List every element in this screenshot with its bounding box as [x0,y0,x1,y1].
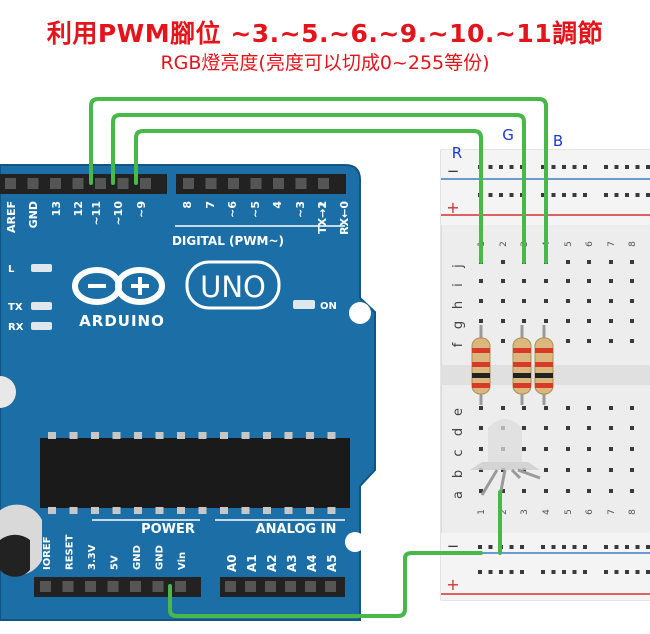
analog-pin-label: A5 [325,554,339,572]
wire-pin11-blue [89,97,548,264]
digital-pin-label: TX→1 [316,201,329,234]
column-number: 5 [564,509,574,515]
row-letter: a [451,491,466,499]
digital-pin-label: ~6 [226,201,239,218]
digital-pin-label: 13 [50,201,63,216]
column-number: 6 [585,509,595,515]
column-number: 2 [499,509,509,515]
analog-pin-label: A4 [305,554,319,572]
digital-pin-label: ~5 [249,201,262,218]
row-letters: j i h g f e d c b a [451,264,466,499]
brand-text: ARDUINO [79,312,165,330]
power-pin-label: RESET [65,534,76,570]
analog-pin-label: A1 [245,554,259,572]
digital-pin-label: 7 [204,201,217,209]
led-label: RX [8,322,24,333]
wires [89,97,548,618]
digital-pin-label: ~9 [135,201,148,218]
rail-plus-top: + [446,198,459,217]
power-pin-label: IOREF [42,536,53,570]
column-number: 4 [542,509,552,515]
rail-minus-bottom: − [447,537,460,555]
mounting-hole [345,532,365,552]
power-pin-labels: IOREF RESET 3.3V 5V GND GND Vin [42,534,188,570]
column-number: 6 [585,241,595,247]
reset-button [0,376,16,408]
column-number: 1 [477,509,487,515]
digital-pin-label: 4 [271,201,284,209]
row-letter: c [451,449,466,456]
analog-label: ANALOG IN [256,522,337,537]
column-number: 2 [499,241,509,247]
on-label: ON [320,301,337,312]
analog-pin-label: A3 [285,554,299,572]
row-letter: j [451,264,466,269]
wire-pin10-green [111,113,526,264]
analog-pin-label: A0 [225,554,239,572]
row-letter: d [451,428,466,436]
column-number: 8 [628,241,638,247]
status-leds: L TX RX [8,264,52,333]
resistor [512,325,532,405]
power-pin-label: GND [155,545,166,570]
analog-pin-labels: A0 A1 A2 A3 A4 A5 [225,554,339,572]
rail-plus-bottom: + [446,575,459,594]
power-pin-label: 5V [110,555,121,570]
digital-pin-label: 12 [72,201,85,216]
title-line-1: 利用PWM腳位 ~3.~5.~6.~9.~10.~11調節 [46,19,604,48]
column-number: 7 [607,241,617,247]
column-number: 5 [564,241,574,247]
led-label: TX [8,302,23,313]
resistor [471,325,491,405]
digital-pin-label: 2 [316,201,329,209]
microcontroller-chip [40,438,350,508]
digital-pin-label: ~3 [294,201,307,218]
arduino-logo [72,267,165,305]
row-letter: g [451,321,466,329]
digital-pin-label: RX←0 [338,201,351,235]
column-number: 8 [628,509,638,515]
row-letter: b [451,470,466,478]
row-letter: e [451,408,466,416]
led-label: L [8,264,15,275]
digital-pin-label: ~11 [90,201,103,226]
digital-pin-label: 8 [181,201,194,209]
label-g: G [502,126,514,144]
power-pin-label: GND [132,545,143,570]
board-name: UNO [200,270,266,304]
column-number: 3 [520,509,530,515]
uno-badge [185,260,281,310]
resistors [471,325,554,405]
label-b: B [553,132,563,150]
digital-pin-label: GND [27,201,40,228]
analog-pin-label: A2 [265,554,279,572]
column-number: 7 [607,509,617,515]
title-line-2: RGB燈亮度(亮度可以切成0~255等份) [160,52,490,74]
wire-pin9-red [134,129,483,264]
power-pin-label: 3.3V [87,544,98,570]
row-letter: h [451,301,466,309]
power-pin-label: Vin [177,552,188,570]
row-letter: i [451,283,466,287]
resistor [534,325,554,405]
digital-pin-label: AREF [5,201,18,233]
rail-minus-top: − [447,162,460,180]
label-r: R [452,144,462,162]
arduino-board: AREF GND 13 12 ~11 ~10 ~9 8 7 ~6 ~5 4 ~3 2TX→1 RX←0 DI… [0,164,376,621]
digital-pin-label: ~10 [112,201,125,226]
power-label: POWER [141,522,195,537]
row-letter: f [451,342,466,347]
rgb-led [470,419,541,497]
wire-gnd [168,551,483,618]
mounting-hole [349,302,371,324]
digital-header-label: DIGITAL (PWM~) [172,234,284,248]
on-led [293,300,315,309]
